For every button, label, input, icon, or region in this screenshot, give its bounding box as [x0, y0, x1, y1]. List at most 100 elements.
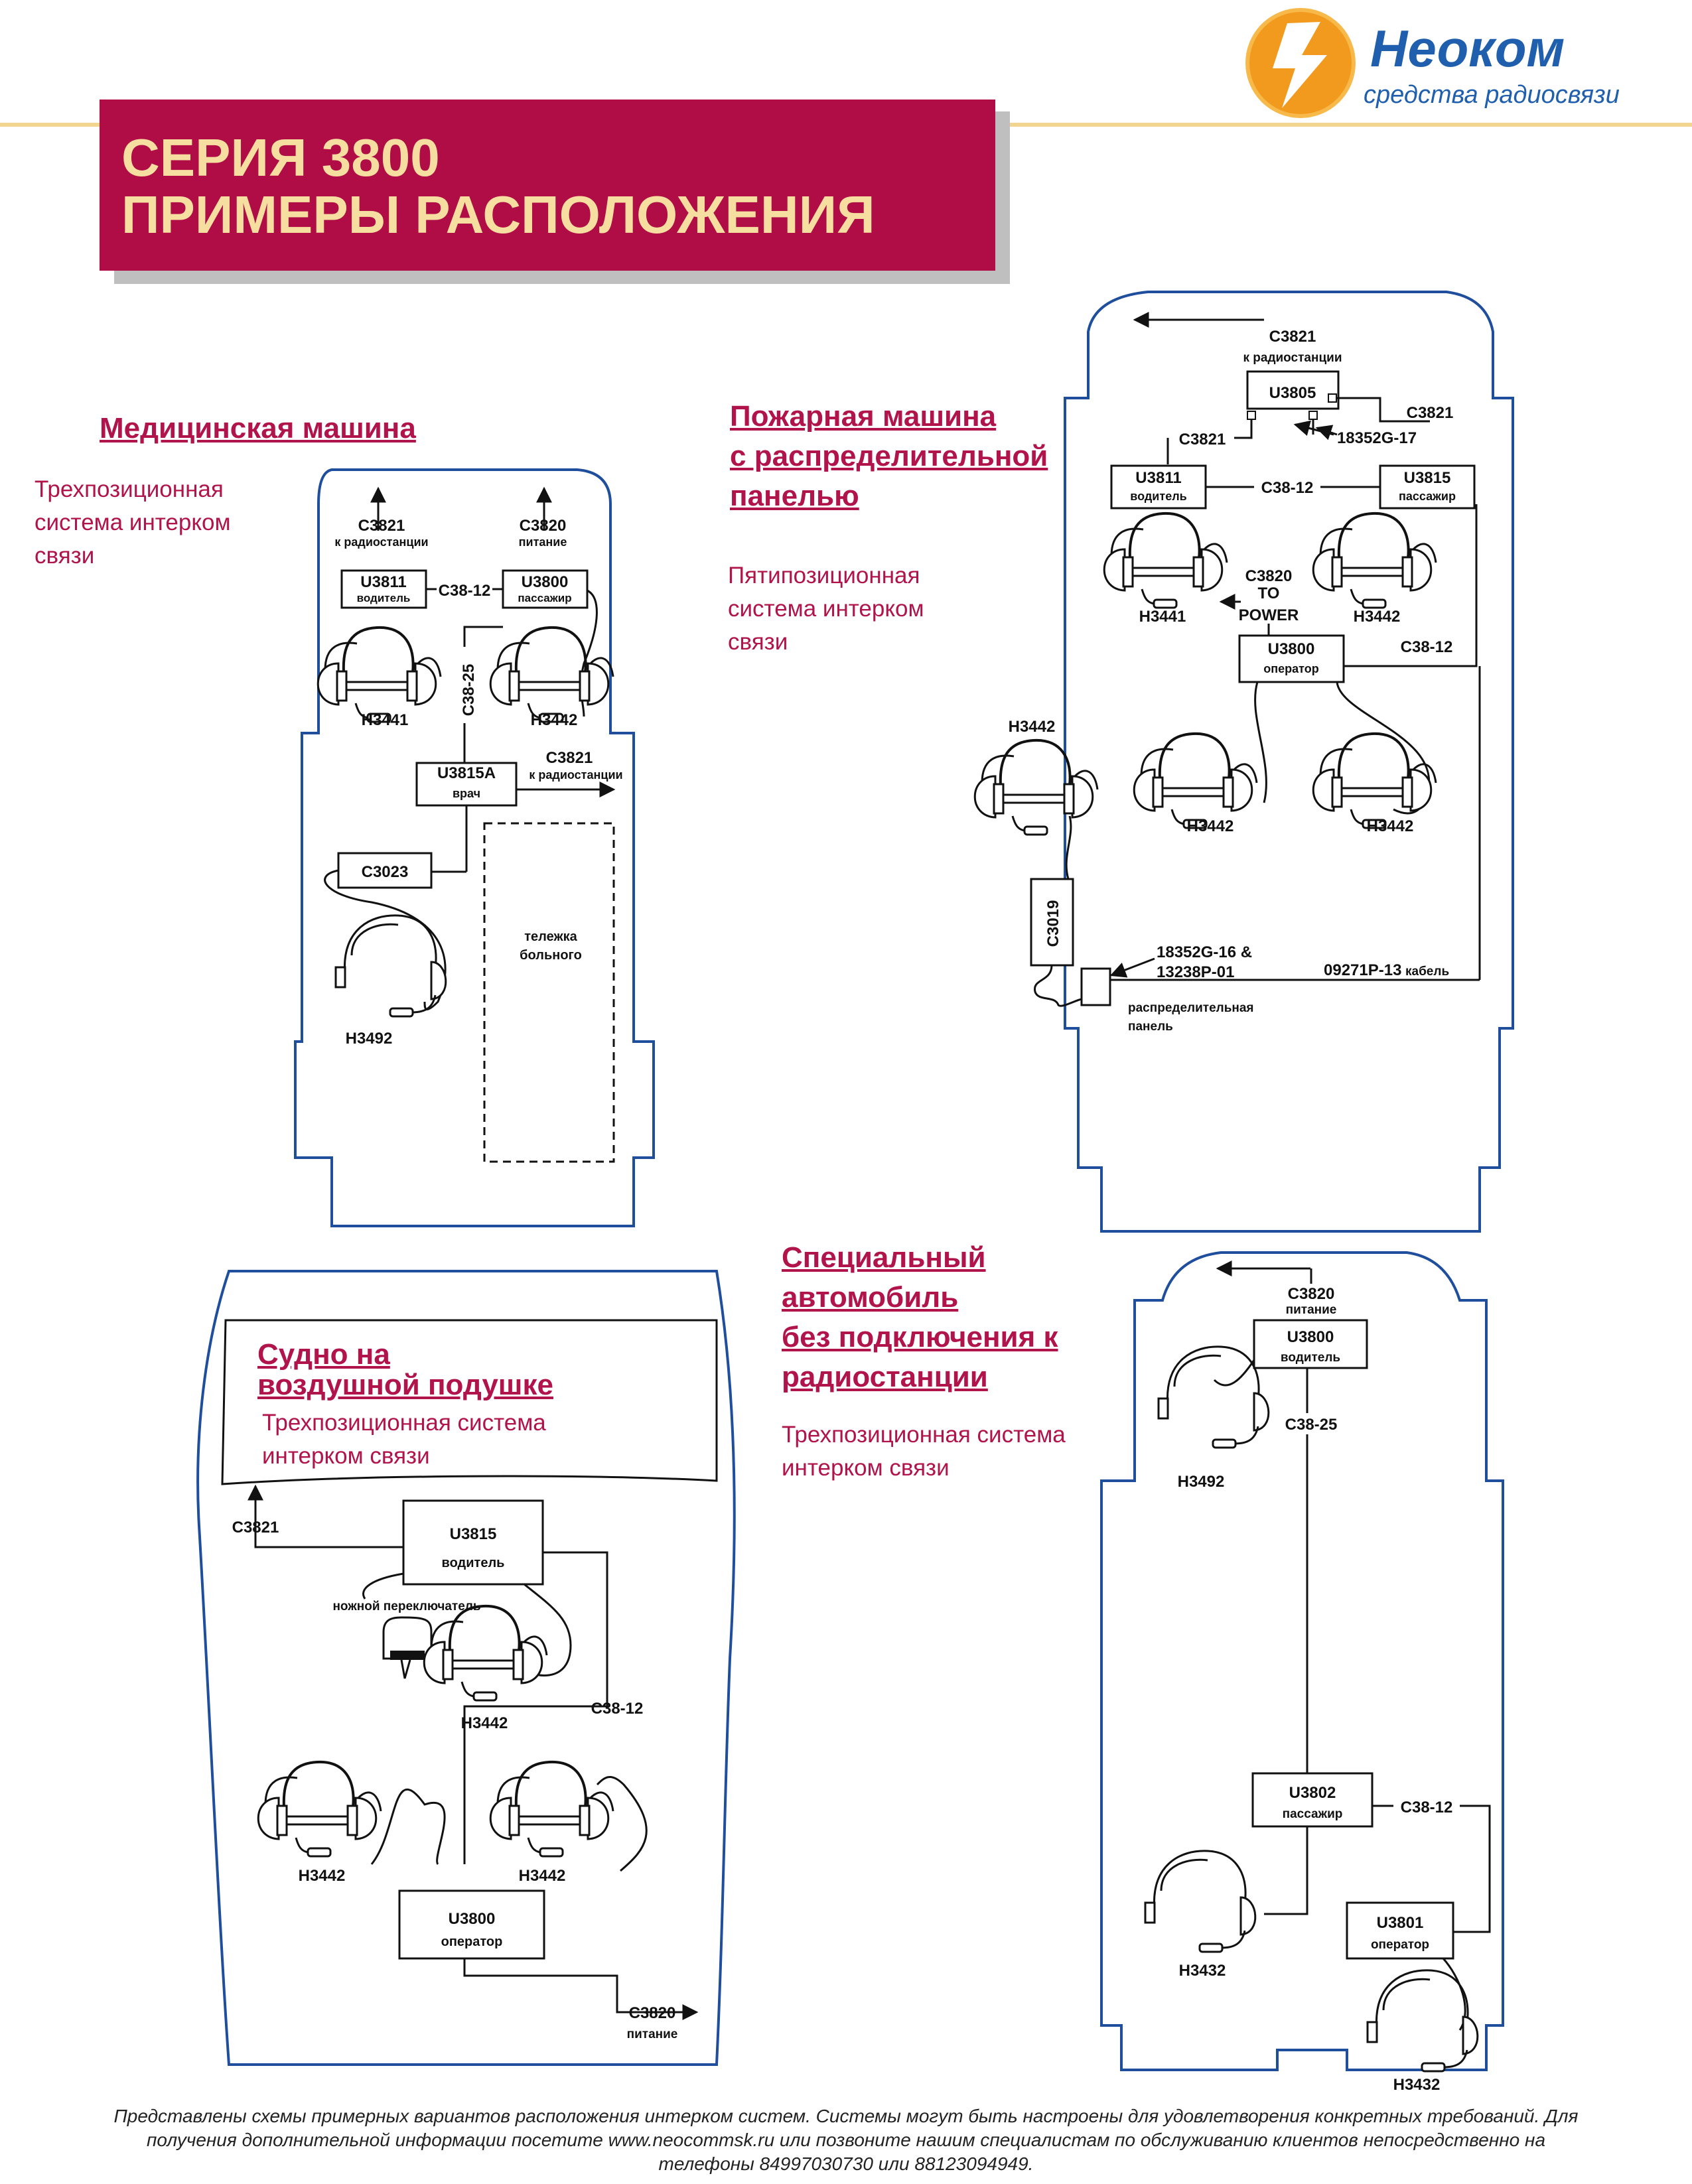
amb-power: питание: [519, 535, 567, 549]
fire-h3442-outside: H3442: [1009, 718, 1056, 736]
fire-13238p01: 13238P-01: [1157, 963, 1234, 981]
footswitch-icon: [382, 1616, 433, 1679]
hovercraft-heading-1: Судно на: [257, 1338, 390, 1371]
footer-line-1: Представлены схемы примерных вариантов р…: [113, 2106, 1579, 2126]
firetruck-outline: [1064, 291, 1514, 1233]
ambulance-diagram: C3821 к радиостанции C3820 питание U3811…: [294, 468, 655, 1227]
neokom-logo: Неоком средства радиосвязи: [1245, 8, 1620, 118]
fire-u3815-box: [1379, 464, 1476, 510]
amb-h3492: H3492: [346, 1030, 393, 1048]
hov-c3820: C3820: [629, 2004, 676, 2022]
amb-u3811: U3811: [360, 573, 406, 591]
special-diagram: C3820 питание U3800 водитель H3492 C38-2…: [1100, 1251, 1504, 2094]
amb-u3800: U3800: [522, 573, 569, 591]
hov-operator: оператор: [441, 1935, 503, 1949]
fire-c38-12-right: C38-12: [1401, 638, 1453, 656]
stretcher-area: [483, 822, 615, 1163]
hov-u3815-box: [402, 1499, 544, 1586]
firetruck-desc-1: Пятипозиционная: [728, 563, 920, 588]
fire-u3800: U3800: [1268, 640, 1315, 658]
hovercraft-cabin: [221, 1319, 718, 1485]
amb-stretcher-2: больного: [520, 948, 582, 963]
sp-u3800: U3800: [1287, 1328, 1334, 1346]
footer-note: Представлены схемы примерных вариантов р…: [40, 2104, 1652, 2176]
fire-h3441: H3441: [1139, 608, 1186, 626]
sp-h3432-left: H3432: [1179, 1962, 1226, 1980]
fire-c38-12: C38-12: [1261, 479, 1314, 497]
amb-u3800-box: [502, 569, 589, 609]
sp-passenger: пассажир: [1283, 1807, 1343, 1821]
amb-c38-12: C38-12: [439, 582, 491, 600]
sp-power: питание: [1286, 1303, 1337, 1317]
amb-to-radio-right: к радиостанции: [529, 768, 622, 782]
title-line-1: СЕРИЯ 3800: [121, 128, 440, 187]
fire-to: TO: [1258, 584, 1280, 602]
sp-u3801: U3801: [1377, 1914, 1424, 1932]
sp-u3800-box: [1253, 1319, 1368, 1369]
fire-h3442-right: H3442: [1354, 608, 1401, 626]
amb-c3023: C3023: [362, 863, 409, 881]
hovercraft-heading-2: воздушной подушке: [257, 1369, 553, 1401]
ambulance-heading: Медицинская машина: [100, 412, 416, 444]
fire-operator: оператор: [1263, 662, 1318, 675]
hov-u3800-box: [398, 1889, 545, 1960]
special-heading-3: без подключения к: [782, 1321, 1058, 1353]
fire-u3805-box: [1246, 370, 1340, 410]
ambulance-outline: [294, 468, 655, 1227]
amb-driver: водитель: [357, 592, 411, 604]
fire-u3811: U3811: [1135, 469, 1181, 487]
amb-c3821-top: C3821: [358, 517, 405, 535]
amb-u3815a: U3815A: [437, 764, 496, 782]
amb-c3820: C3820: [520, 517, 567, 535]
ambulance-desc-3: связи: [35, 543, 95, 569]
fire-h3442-b: H3442: [1367, 817, 1414, 835]
amb-u3811-box: [340, 569, 427, 609]
hov-h3442-left: H3442: [299, 1867, 346, 1885]
sp-h3492: H3492: [1178, 1473, 1225, 1491]
hov-driver: водитель: [442, 1556, 505, 1570]
amb-h3442: H3442: [531, 711, 578, 729]
hovercraft-diagram: C3821 U3815 водитель C38-12 ножной перек…: [196, 1270, 736, 2066]
firetruck-desc-3: связи: [728, 629, 788, 655]
distribution-panel-box: [1080, 967, 1111, 1006]
firetruck-heading-2: с распределительной: [730, 440, 1048, 472]
sp-u3802: U3802: [1289, 1784, 1336, 1802]
amb-c3023-box: [337, 852, 433, 889]
firetruck-heading-3: панелью: [730, 480, 859, 512]
special-desc-1: Трехпозиционная система: [782, 1422, 1066, 1448]
amb-passenger: пассажир: [518, 592, 571, 604]
firetruck-diagram: C3821 к радиостанции U3805 C3821 C3821 1…: [973, 291, 1514, 1233]
fire-c3821-right: C3821: [1407, 404, 1454, 422]
fire-18352g17: 18352G-17: [1337, 429, 1417, 447]
fire-power: POWER: [1239, 606, 1299, 624]
fire-cable-code: 09271P-13: [1324, 961, 1401, 979]
logo-name: Неоком: [1370, 19, 1565, 78]
amb-h3441: H3441: [362, 711, 409, 729]
hovercraft-outline: [196, 1270, 736, 2066]
hov-h3442-right: H3442: [519, 1867, 566, 1885]
hov-c38-12: C38-12: [591, 1700, 644, 1718]
hov-power: питание: [627, 2027, 678, 2041]
fire-18352g16: 18352G-16 &: [1157, 943, 1252, 961]
fire-h3442-a: H3442: [1187, 817, 1234, 835]
lightning-circle-icon: [1245, 8, 1356, 118]
sp-operator: оператор: [1371, 1938, 1429, 1952]
fire-driver: водитель: [1130, 490, 1186, 503]
title-banner: СЕРИЯ 3800 ПРИМЕРЫ РАСПОЛОЖЕНИЯ: [100, 100, 995, 271]
fire-c3821-left: C3821: [1179, 431, 1226, 448]
amb-doctor: врач: [453, 787, 480, 800]
fire-c3821-top: C3821: [1269, 328, 1316, 346]
special-desc-2: интерком связи: [782, 1455, 950, 1481]
hovercraft-desc-1: Трехпозиционная система: [262, 1410, 546, 1436]
fire-u3805: U3805: [1269, 384, 1316, 402]
sp-h3432-right: H3432: [1393, 2076, 1441, 2094]
hov-c3821: C3821: [232, 1519, 279, 1536]
special-heading-1: Специальный: [782, 1241, 986, 1274]
fire-to-radio: к радиостанции: [1243, 351, 1342, 365]
hovercraft-desc-2: интерком связи: [262, 1443, 430, 1469]
hov-h3442-top: H3442: [461, 1714, 508, 1732]
fire-passenger: пассажир: [1399, 490, 1456, 503]
fire-c3019: C3019: [1044, 900, 1062, 947]
amb-c3821-right: C3821: [546, 749, 593, 767]
ambulance-desc-1: Трехпозиционная: [35, 476, 224, 502]
